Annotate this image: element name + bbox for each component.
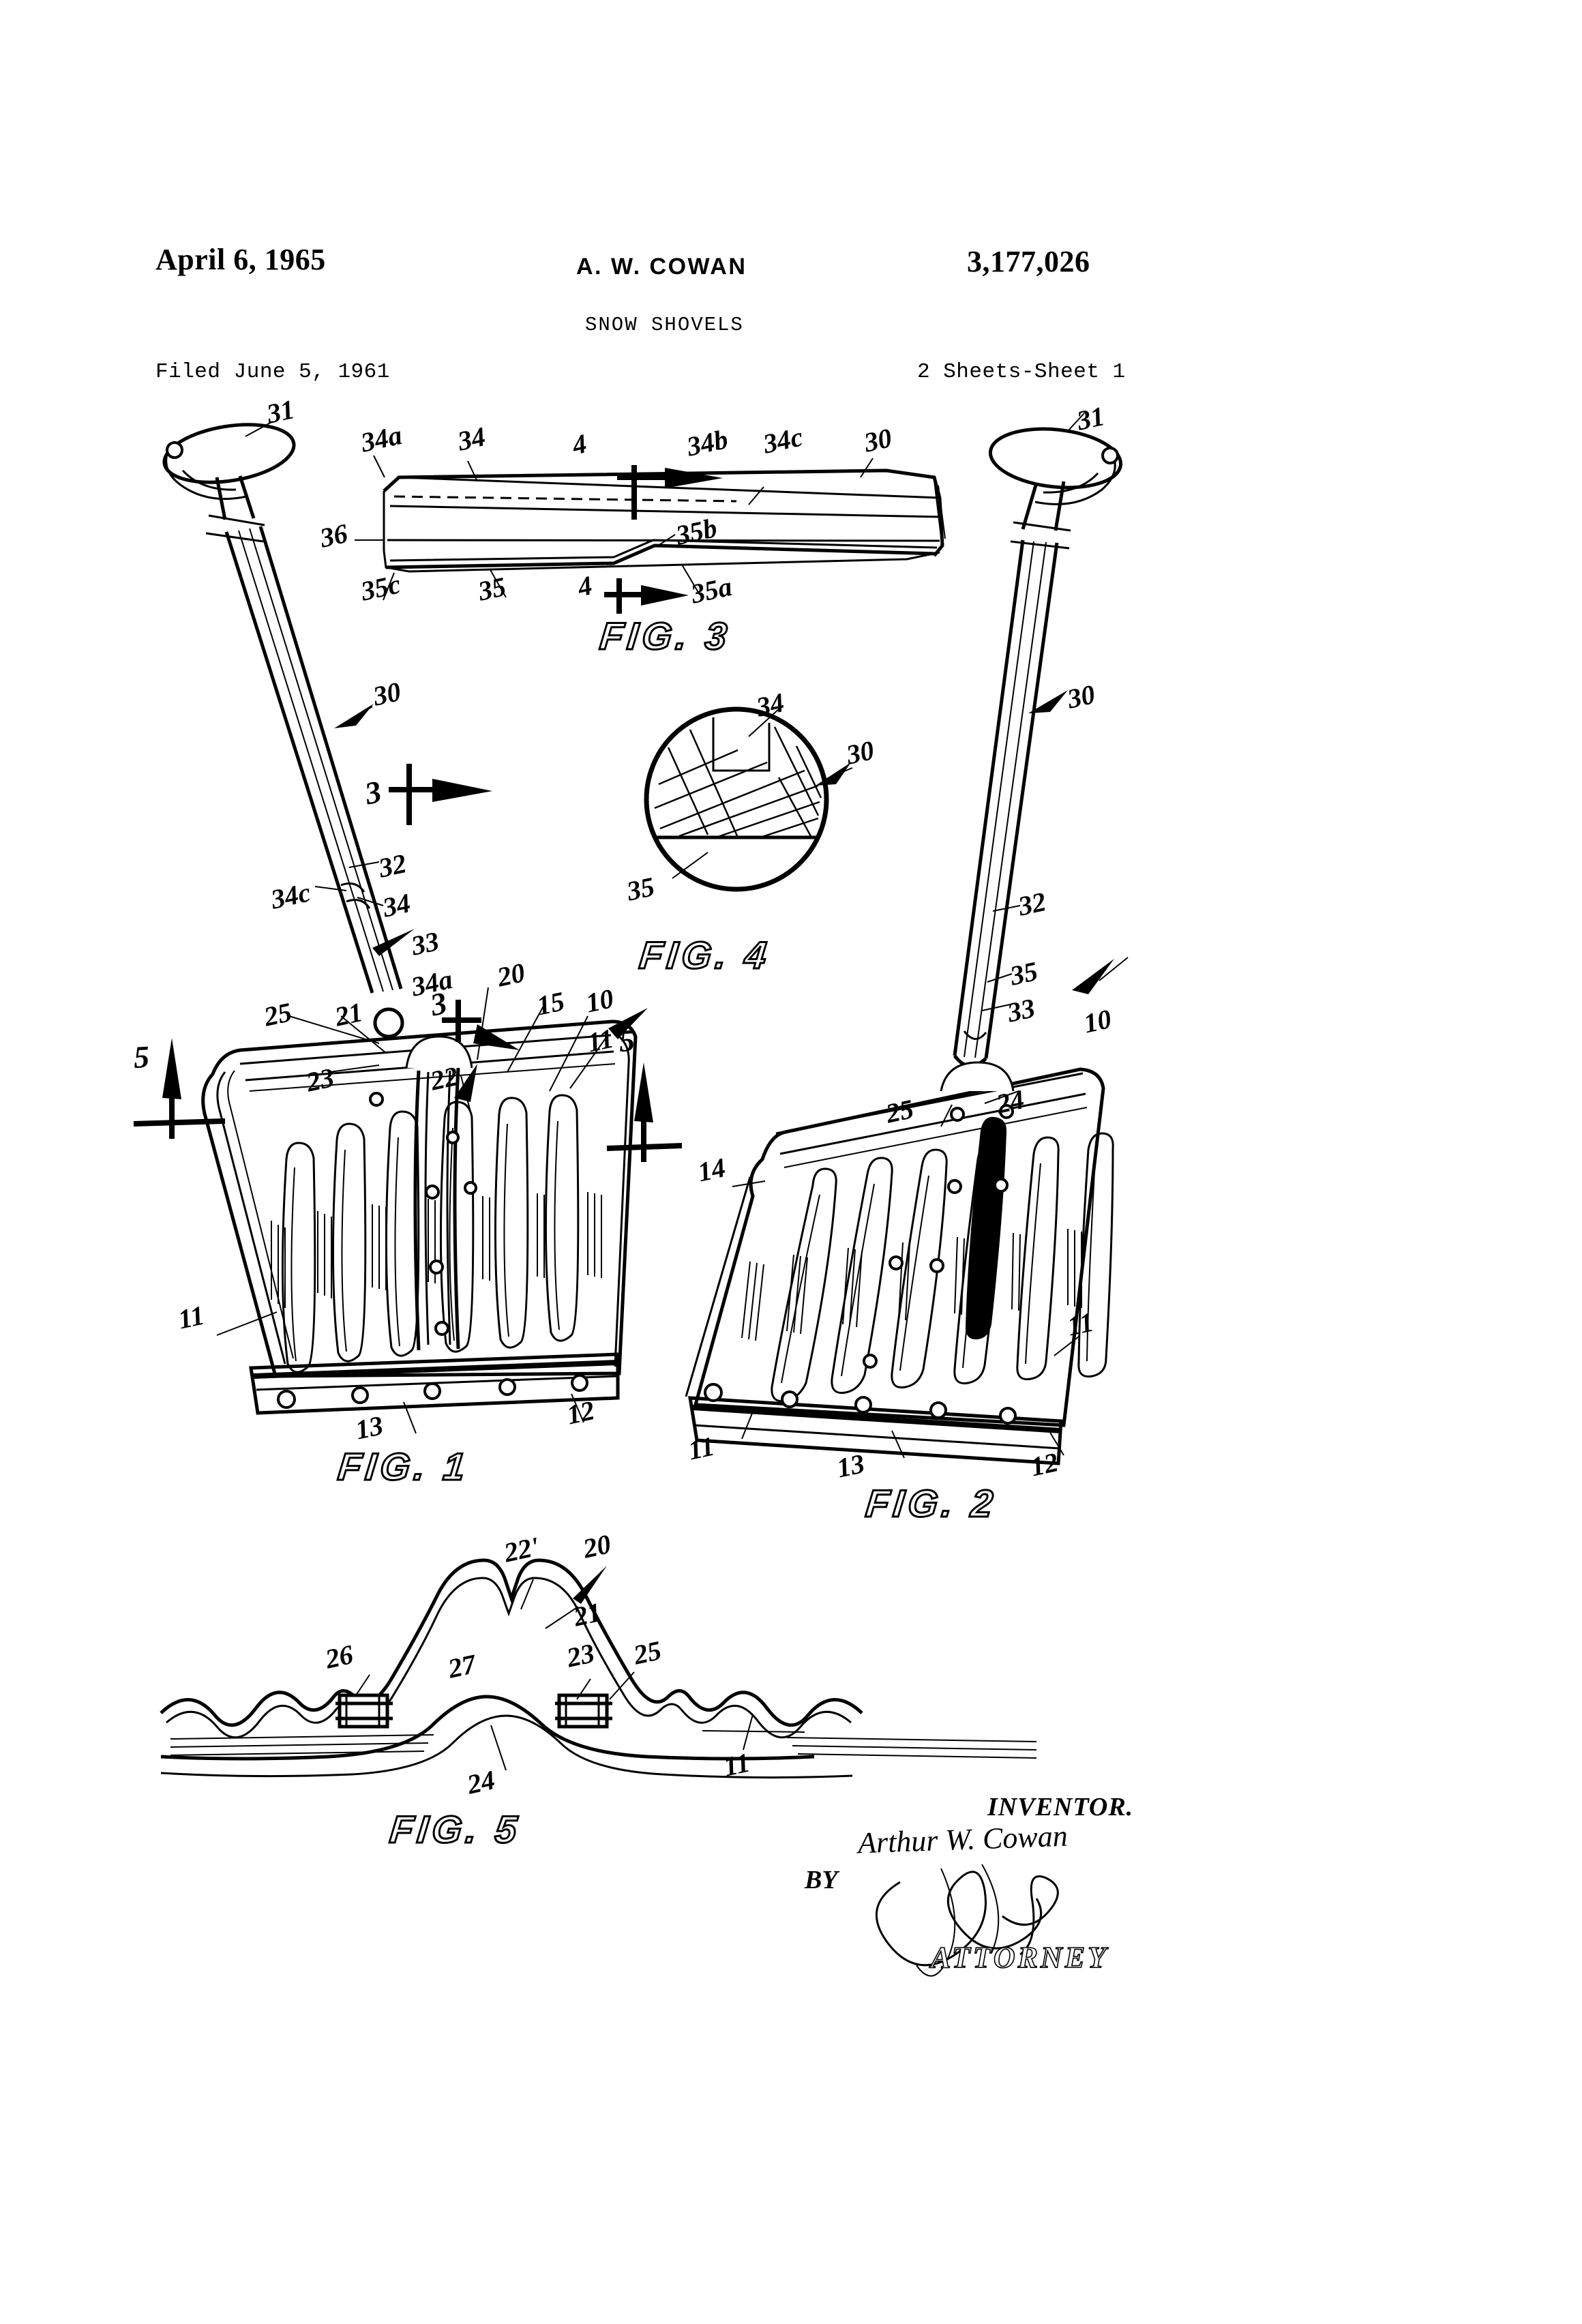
ref-fig2-30: 30 <box>1064 679 1098 715</box>
fig3-handle-detail <box>355 455 946 614</box>
ref-fig1-34: 34 <box>380 887 413 923</box>
fig1-rivets-mid <box>369 1092 477 1336</box>
ref-fig1-sec5-right: 5 <box>618 1022 636 1058</box>
ref-fig1-25: 25 <box>261 996 295 1032</box>
caption-fig5: FIG. 5 <box>387 1807 524 1852</box>
ref-fig5-22p: 22' <box>501 1530 542 1568</box>
fig1-shaft <box>224 526 403 994</box>
ref-fig1-30: 30 <box>370 676 404 712</box>
ref-fig3-35: 35 <box>475 571 509 607</box>
ref-fig1-sec5-left: 5 <box>132 1039 151 1075</box>
ref-fig4-34: 34 <box>753 687 787 723</box>
patent-number: 3,177,026 <box>967 245 1090 278</box>
fig1-shovel-front <box>133 421 683 1434</box>
ref-fig1-21: 21 <box>332 996 365 1032</box>
fig2-wear-strip <box>688 1383 1063 1465</box>
attorney-label: ATTORNEY <box>930 1940 1109 1975</box>
inventor-name-hdr: A. W. COWAN <box>576 254 747 280</box>
ref-fig1-11-left: 11 <box>175 1299 207 1335</box>
ref-fig2-25: 25 <box>883 1093 916 1129</box>
inventor-signature: Arthur W. Cowan <box>857 1819 1069 1860</box>
ref-fig1-22: 22 <box>428 1060 461 1097</box>
ref-fig5-23: 23 <box>564 1637 597 1673</box>
ref-fig5-25: 25 <box>631 1635 664 1671</box>
ref-fig2-35: 35 <box>1007 955 1041 992</box>
ref-fig5-11: 11 <box>721 1746 753 1783</box>
fig1-shading-band <box>271 1192 602 1308</box>
fig2-blade <box>685 1061 1114 1465</box>
ref-fig1-31: 31 <box>264 393 297 430</box>
caption-fig1: FIG. 1 <box>335 1444 472 1489</box>
fig5-clip-26 <box>335 1693 393 1729</box>
ref-fig2-11-left: 11 <box>685 1430 717 1466</box>
fig1-blade <box>201 1007 638 1415</box>
ref-fig2-14: 14 <box>695 1152 728 1188</box>
fig1-ribs <box>281 1094 580 1373</box>
ref-fig2-12: 12 <box>1028 1446 1061 1483</box>
fig1-wear-strip <box>249 1352 620 1415</box>
sheet-count: 2 Sheets-Sheet 1 <box>917 360 1126 384</box>
ref-fig3-30: 30 <box>861 422 895 458</box>
fig2-grip <box>988 427 1123 550</box>
fig1-section-3b <box>442 1000 520 1050</box>
fig5-clip-23 <box>555 1693 612 1729</box>
issue-date: April 6, 1965 <box>155 243 326 276</box>
ref-fig3-34: 34 <box>455 421 488 457</box>
ref-fig2-13: 13 <box>834 1448 867 1484</box>
ref-fig1-15: 15 <box>534 985 567 1022</box>
by-label: BY <box>805 1866 838 1894</box>
ref-fig1-10: 10 <box>583 983 616 1019</box>
ref-fig4-35: 35 <box>624 871 657 907</box>
fig5-section <box>160 1558 1037 1779</box>
ref-fig1-12: 12 <box>564 1395 597 1431</box>
caption-fig2: FIG. 2 <box>863 1481 1000 1526</box>
ref-fig4-30: 30 <box>844 734 877 771</box>
ref-fig1-20: 20 <box>494 957 528 993</box>
ref-fig2-11-right: 11 <box>1064 1306 1096 1342</box>
ref-fig2-31: 31 <box>1074 400 1107 436</box>
patent-title: SNOW SHOVELS <box>585 314 744 336</box>
caption-fig3: FIG. 3 <box>597 614 734 659</box>
ref-fig5-26: 26 <box>323 1639 356 1675</box>
ref-fig2-24: 24 <box>994 1084 1027 1120</box>
inventor-label: INVENTOR. <box>987 1793 1134 1821</box>
ref-fig5-27: 27 <box>445 1648 479 1684</box>
ref-fig5-20: 20 <box>580 1528 614 1564</box>
fig4-cross-section <box>644 706 853 892</box>
ref-fig1-23: 23 <box>303 1062 337 1098</box>
ref-fig1-32: 32 <box>376 848 409 884</box>
fig2-shading-band <box>741 1229 1082 1341</box>
fig1-section-5-left <box>133 1038 226 1139</box>
ref-fig5-24: 24 <box>464 1764 498 1800</box>
ref-fig2-33: 33 <box>1004 992 1038 1028</box>
ref-fig5-21: 21 <box>571 1596 604 1633</box>
attorney-signature <box>875 1864 1059 1977</box>
ref-fig1-13: 13 <box>353 1410 386 1446</box>
fig1-section-5-right <box>606 1062 683 1162</box>
ref-fig2-32: 32 <box>1015 886 1049 922</box>
caption-fig4: FIG. 4 <box>636 933 773 978</box>
ref-fig1-33: 33 <box>408 925 442 962</box>
fig1-section-3 <box>389 764 492 825</box>
fig2-shovel-rear <box>685 413 1129 1465</box>
ref-fig1-11-top: 11 <box>584 1022 616 1058</box>
ref-fig2-10: 10 <box>1081 1003 1114 1039</box>
filing-date: Filed June 5, 1961 <box>155 360 390 384</box>
fig1-grip <box>162 423 296 543</box>
fig2-shaft <box>953 539 1059 1068</box>
fig2-rivets <box>863 1104 1014 1369</box>
ref-fig3-36: 36 <box>317 518 350 554</box>
